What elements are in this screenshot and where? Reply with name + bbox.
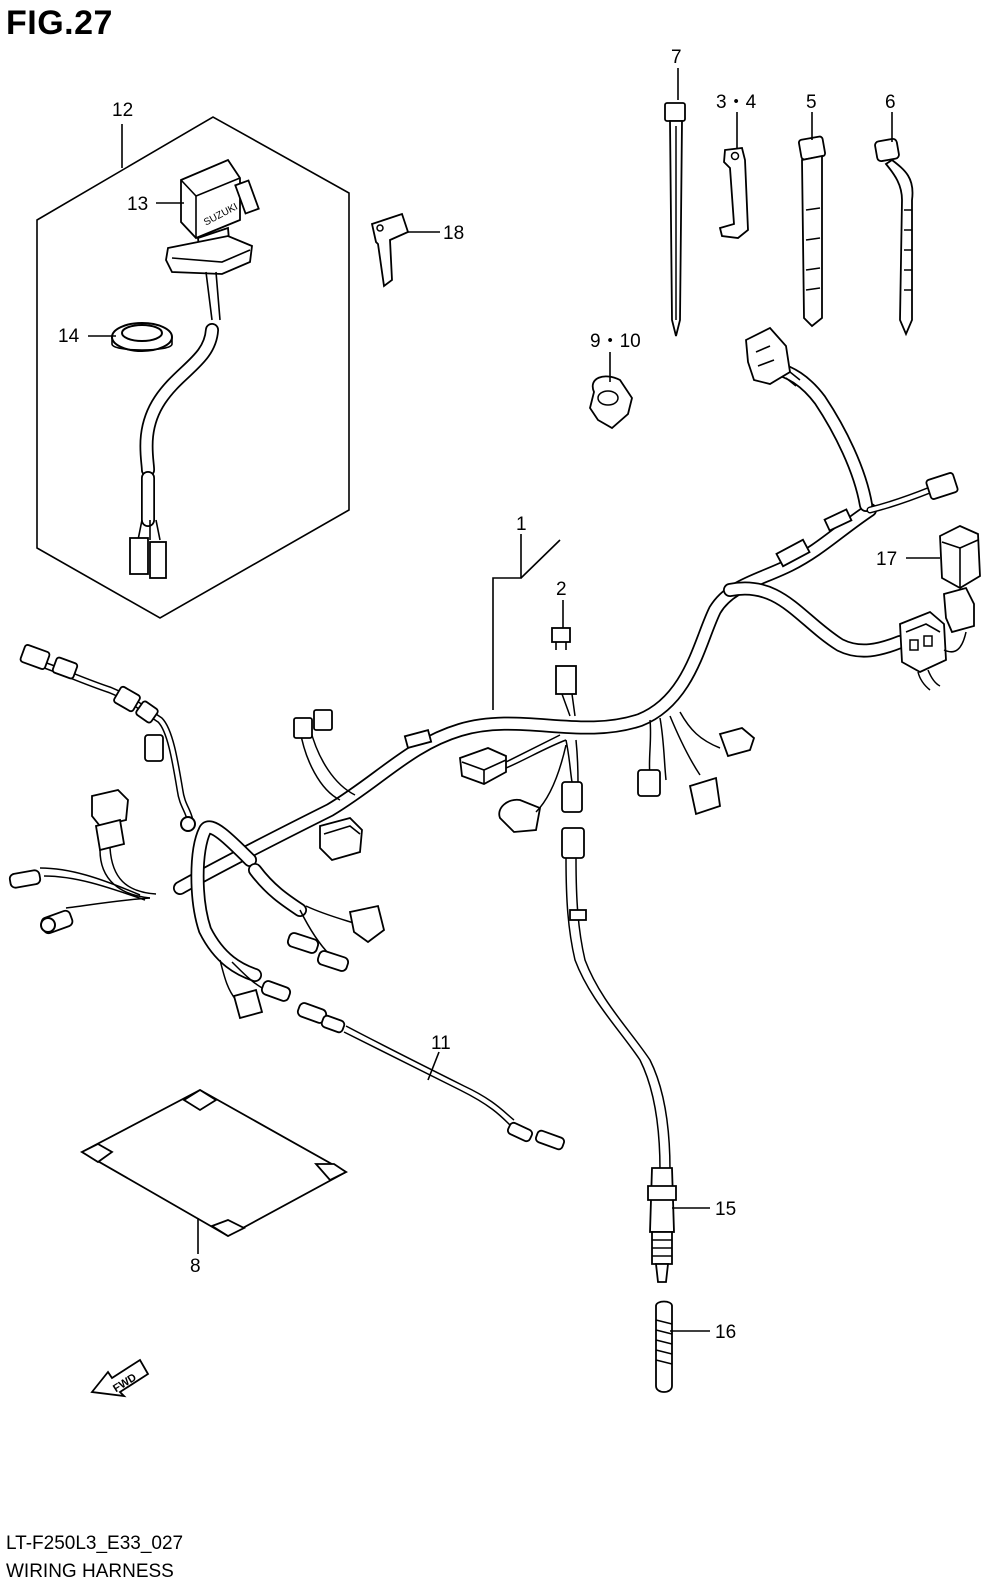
wire-clip-9-10[interactable] (589, 375, 633, 430)
harness-connectors-center[interactable] (459, 627, 756, 833)
callout-leaders (88, 68, 940, 1332)
harness-tape-marker (775, 538, 811, 568)
harness-connectors-left[interactable] (8, 644, 386, 1020)
callout-14: 14 (58, 326, 80, 347)
harness-connector-top-right[interactable] (745, 326, 801, 387)
ignition-key[interactable] (370, 212, 410, 288)
callout-12: 12 (112, 100, 133, 121)
relay-17[interactable] (939, 525, 981, 590)
main-wiring-harness[interactable] (173, 361, 907, 982)
callout-18: 18 (443, 223, 464, 244)
callout-5: 5 (806, 92, 817, 113)
ignition-switch-group-box (36, 116, 350, 619)
harness-tape-marker (823, 508, 853, 532)
callout-1: 1 (516, 514, 527, 535)
harness-connector-right-small[interactable] (866, 472, 959, 514)
ignition-switch[interactable]: SUZUKI (129, 158, 260, 579)
callout-3-4: 3・4 (716, 92, 757, 113)
diagram-name: WIRING HARNESS (6, 1561, 174, 1582)
switch-lock-nut[interactable] (111, 322, 173, 352)
callout-numbers: 12 13 14 18 7 3・4 5 6 9・10 1 2 17 11 8 1… (58, 47, 897, 1343)
cable-tie-7[interactable] (664, 102, 686, 337)
figure-title: FIG.27 (6, 4, 113, 42)
harness-connector-right-cluster[interactable] (899, 586, 975, 691)
callout-15: 15 (715, 1199, 736, 1220)
harness-tape-marker (403, 728, 433, 750)
callout-9-10: 9・10 (590, 331, 641, 352)
wire-lead-11[interactable] (296, 1002, 565, 1151)
cable-tie-6[interactable] (874, 137, 914, 337)
callout-6: 6 (885, 92, 896, 113)
diagram-code: LT-F250L3_E33_027 (6, 1533, 184, 1554)
harness-sheet-8[interactable] (80, 1088, 348, 1238)
speed-sensor-15[interactable] (561, 827, 677, 1283)
callout-13: 13 (127, 194, 148, 215)
wire-clamp-3-4[interactable] (718, 147, 749, 239)
callout-8: 8 (190, 1256, 201, 1277)
callout-17: 17 (876, 549, 897, 570)
callout-11: 11 (431, 1033, 451, 1054)
fuse-2 (551, 627, 571, 643)
callout-2: 2 (556, 579, 567, 600)
forward-direction-arrow: FWD (90, 1358, 150, 1398)
callout-7: 7 (671, 47, 682, 68)
callout-16: 16 (715, 1322, 736, 1343)
harness-band-5[interactable] (798, 135, 826, 328)
sensor-seal-16[interactable] (655, 1300, 673, 1393)
